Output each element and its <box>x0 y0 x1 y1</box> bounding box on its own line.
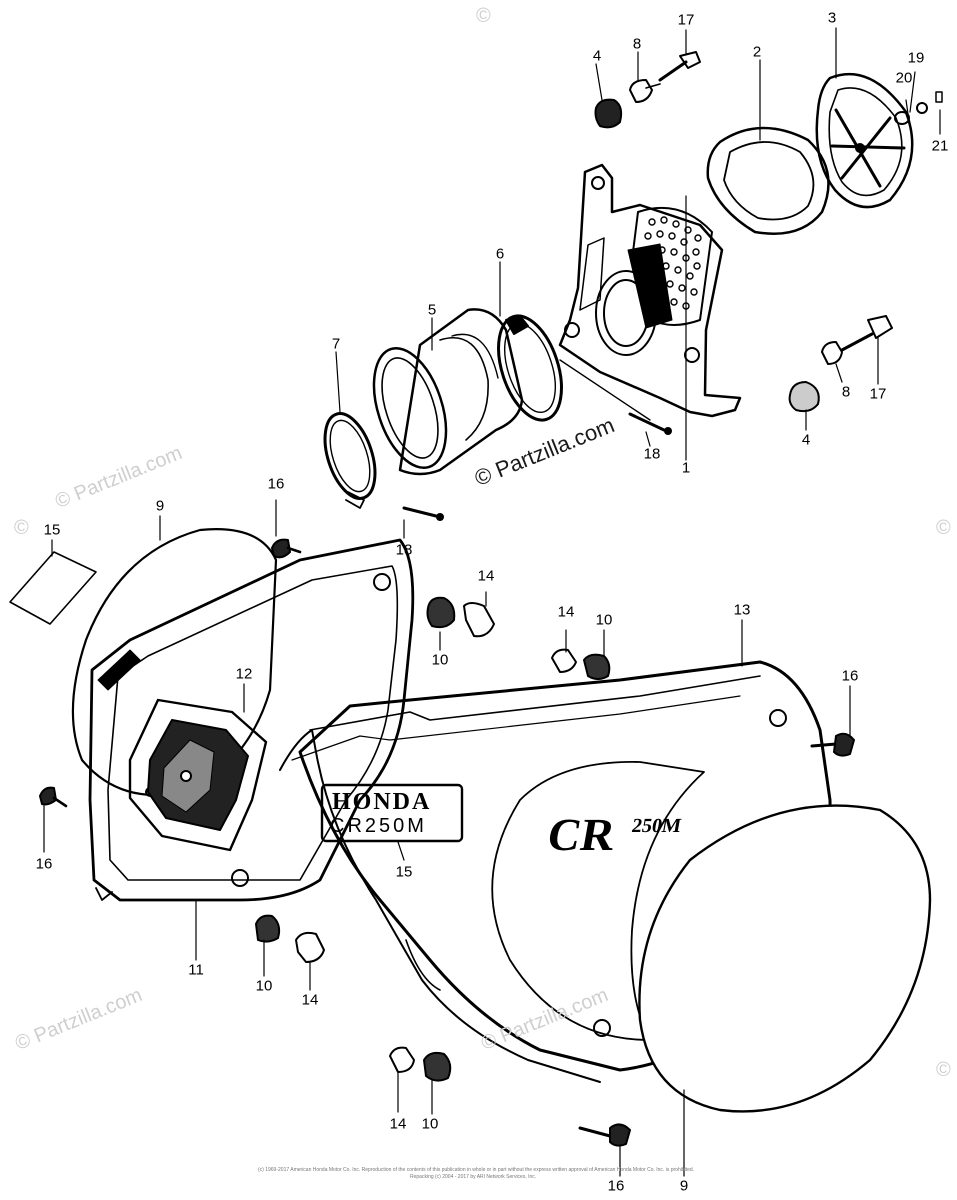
right-side-cover <box>279 660 832 1083</box>
callout-18: 18 <box>643 445 661 463</box>
callout-15: 15 <box>43 521 61 539</box>
cover-bolts <box>39 538 855 1147</box>
callout-14: 14 <box>477 567 495 585</box>
element-holder <box>815 72 914 209</box>
callout-17: 17 <box>869 385 887 403</box>
callout-10: 10 <box>255 977 273 995</box>
right-number-plate <box>638 804 932 1113</box>
honda-decal-model: CR250M <box>330 815 427 837</box>
callout-17: 17 <box>677 11 695 29</box>
watermark-ghost: © <box>14 517 29 539</box>
callout-21: 21 <box>931 137 949 155</box>
upper-mount-hardware <box>594 51 701 129</box>
honda-decal-brand: HONDA <box>332 789 432 815</box>
cover-logo-model: 250M <box>630 815 683 837</box>
copyright-line: (c) 1969-2017 American Honda Motor Co. I… <box>258 1167 695 1173</box>
watermark-ghost: © <box>936 1059 951 1081</box>
left-side-cover <box>88 538 415 902</box>
callout-16: 16 <box>841 667 859 685</box>
callout-8: 8 <box>632 35 642 53</box>
left-number-plate <box>71 528 278 796</box>
screw-lower <box>402 506 444 521</box>
callout-6: 6 <box>495 245 505 263</box>
air-cleaner-case <box>558 163 742 418</box>
watermark-ghost: © <box>936 517 951 539</box>
air-filter-element <box>706 126 830 236</box>
honda-decal-frame <box>320 783 464 843</box>
rubber-mount <box>128 698 268 852</box>
callout-1: 1 <box>681 459 691 477</box>
watermark-ghost: © <box>476 5 491 27</box>
decal-strip <box>9 551 97 625</box>
callout-7: 7 <box>331 335 341 353</box>
callout-9: 9 <box>155 497 165 515</box>
callout-4: 4 <box>592 47 602 65</box>
callout-5: 5 <box>427 301 437 319</box>
callout-2: 2 <box>752 43 762 61</box>
grommets-and-collars <box>255 596 611 1082</box>
clamp-rear <box>497 314 563 422</box>
callout-11: 11 <box>188 961 204 979</box>
callout-3: 3 <box>827 9 837 27</box>
clamp-front <box>323 412 377 509</box>
callout-8: 8 <box>841 383 851 401</box>
repacking-line: Repacking (c) 2004 - 2017 by ARI Network… <box>410 1174 537 1180</box>
holder-hardware <box>894 91 943 125</box>
callout-20: 20 <box>895 69 913 87</box>
callout-16: 16 <box>35 855 53 873</box>
callout-16: 16 <box>607 1177 625 1195</box>
callout-18: 18 <box>395 541 413 559</box>
callout-14: 14 <box>301 991 319 1009</box>
callout-10: 10 <box>421 1115 439 1133</box>
lower-mount-hardware <box>788 315 893 413</box>
callout-19: 19 <box>907 49 925 67</box>
callout-10: 10 <box>431 651 449 669</box>
callout-10: 10 <box>595 611 613 629</box>
callout-13: 13 <box>733 601 751 619</box>
connecting-tube <box>372 308 524 476</box>
callout-9: 9 <box>679 1177 689 1195</box>
leader-lines <box>43 27 941 1177</box>
cover-logo-cr: CR <box>543 809 620 860</box>
callout-15: 15 <box>395 863 413 881</box>
callout-12: 12 <box>235 665 253 683</box>
callout-14: 14 <box>389 1115 407 1133</box>
callout-16: 16 <box>267 475 285 493</box>
callout-14: 14 <box>557 603 575 621</box>
screw-upper <box>559 359 672 435</box>
callout-4: 4 <box>801 431 811 449</box>
